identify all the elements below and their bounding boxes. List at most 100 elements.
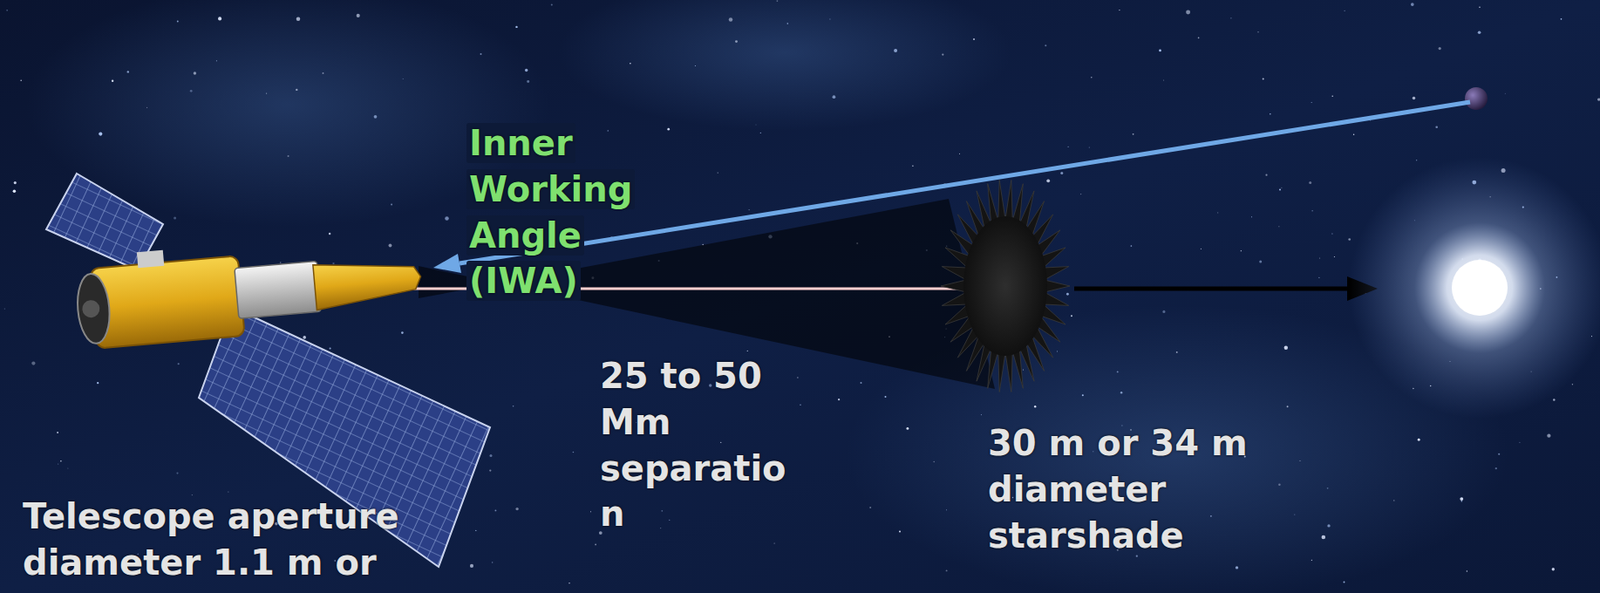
star-dot xyxy=(287,155,290,157)
star-dot xyxy=(776,0,779,2)
star-dot xyxy=(1090,76,1093,79)
star-dot xyxy=(1034,405,1036,408)
star-dot xyxy=(1344,10,1346,12)
annotation-label: Telescope aperture diameter 1.1 m or xyxy=(22,493,442,586)
star-dot xyxy=(67,467,69,469)
star-dot xyxy=(1321,535,1327,540)
starshade-petal xyxy=(987,183,999,223)
star-dot xyxy=(1597,97,1600,101)
starshade-petal xyxy=(1005,180,1013,220)
star-dot xyxy=(296,16,301,21)
star-dot xyxy=(1259,259,1262,263)
star-dot xyxy=(1327,524,1330,527)
star-dot xyxy=(6,9,7,11)
star-dot xyxy=(1132,133,1135,136)
star-dot xyxy=(755,124,757,126)
thruster-end xyxy=(74,272,113,345)
star-dot xyxy=(1278,225,1280,227)
starshade xyxy=(940,180,1070,393)
star-dot xyxy=(796,376,798,378)
star-dot xyxy=(526,80,530,83)
star-dot xyxy=(146,107,148,109)
star-dot xyxy=(1466,570,1469,572)
star-dot xyxy=(607,129,609,131)
star-dot xyxy=(1343,581,1346,584)
star-dot xyxy=(515,507,518,511)
star-dot xyxy=(1318,277,1320,279)
star-dot xyxy=(1334,256,1335,258)
star-dot xyxy=(594,544,597,546)
star-dot xyxy=(227,491,229,493)
star-dot xyxy=(629,62,632,65)
star-dot xyxy=(1240,250,1242,252)
star-dot xyxy=(1478,6,1481,8)
star-dot xyxy=(1572,383,1573,385)
star-dot xyxy=(1217,211,1219,213)
star-dot xyxy=(980,414,982,416)
star-dot xyxy=(1331,95,1333,96)
star-dot xyxy=(515,26,518,28)
star-dot xyxy=(57,462,59,464)
star-dot xyxy=(898,530,901,532)
star-dot xyxy=(1265,174,1267,177)
star-dot xyxy=(1198,36,1200,39)
star-dot xyxy=(1200,248,1202,250)
starshade-petal xyxy=(987,349,999,389)
star-dot xyxy=(1120,391,1124,395)
star-dot xyxy=(1279,189,1281,191)
star-dot xyxy=(332,262,334,265)
star-dot xyxy=(946,569,948,572)
star-dot xyxy=(1130,245,1133,247)
starshade-petal xyxy=(1043,292,1069,307)
star-dot xyxy=(1412,96,1416,100)
star-dot xyxy=(1163,79,1165,81)
spacecraft-body xyxy=(73,227,425,350)
star-dot xyxy=(1438,47,1442,50)
star-dot xyxy=(668,519,670,521)
starshade-petal xyxy=(1005,353,1013,393)
direction-arrow xyxy=(1074,286,1350,292)
star-dot xyxy=(401,331,404,334)
star-dot xyxy=(265,92,267,94)
star-dot xyxy=(1327,487,1329,490)
label-text: 30 m or 34 m diameter starshade xyxy=(987,422,1248,556)
star-dot xyxy=(1299,460,1301,462)
star-dot xyxy=(660,527,661,529)
star-dot xyxy=(127,70,130,73)
star-dot xyxy=(590,510,592,512)
star-dot xyxy=(1210,515,1212,518)
star-dot xyxy=(328,232,332,236)
star-dot xyxy=(1477,31,1482,35)
starshade-petal xyxy=(1013,183,1024,223)
star-dot xyxy=(1176,351,1178,354)
star-dot xyxy=(469,564,474,568)
planet xyxy=(1464,87,1488,110)
star-dot xyxy=(216,60,218,62)
star-dot xyxy=(177,20,179,23)
starshade-petal xyxy=(1013,349,1024,389)
star-dot xyxy=(941,53,944,55)
star-dot xyxy=(1293,514,1295,516)
star-dot xyxy=(390,203,393,205)
star-dot xyxy=(1230,17,1232,19)
star-dot xyxy=(1158,49,1162,53)
star-dot xyxy=(905,427,909,430)
star-dot xyxy=(1262,77,1265,80)
star-dot xyxy=(489,469,491,471)
star-dot xyxy=(720,442,722,443)
starshade-petal xyxy=(1045,279,1070,293)
star-dot xyxy=(1311,102,1313,103)
star-dot xyxy=(489,454,492,457)
star-glow xyxy=(1348,156,1600,419)
star-dot xyxy=(217,16,222,21)
star-dot xyxy=(551,3,553,6)
baffle xyxy=(313,255,423,310)
star-dot xyxy=(1416,159,1417,161)
star-dot xyxy=(1286,405,1289,408)
starshade-petal xyxy=(941,266,967,280)
star-dot xyxy=(475,530,477,532)
star-dot xyxy=(329,347,332,349)
label-text: Inner Working Angle (IWA) xyxy=(466,122,635,301)
star-dot xyxy=(860,381,863,384)
star-dot xyxy=(96,381,99,384)
